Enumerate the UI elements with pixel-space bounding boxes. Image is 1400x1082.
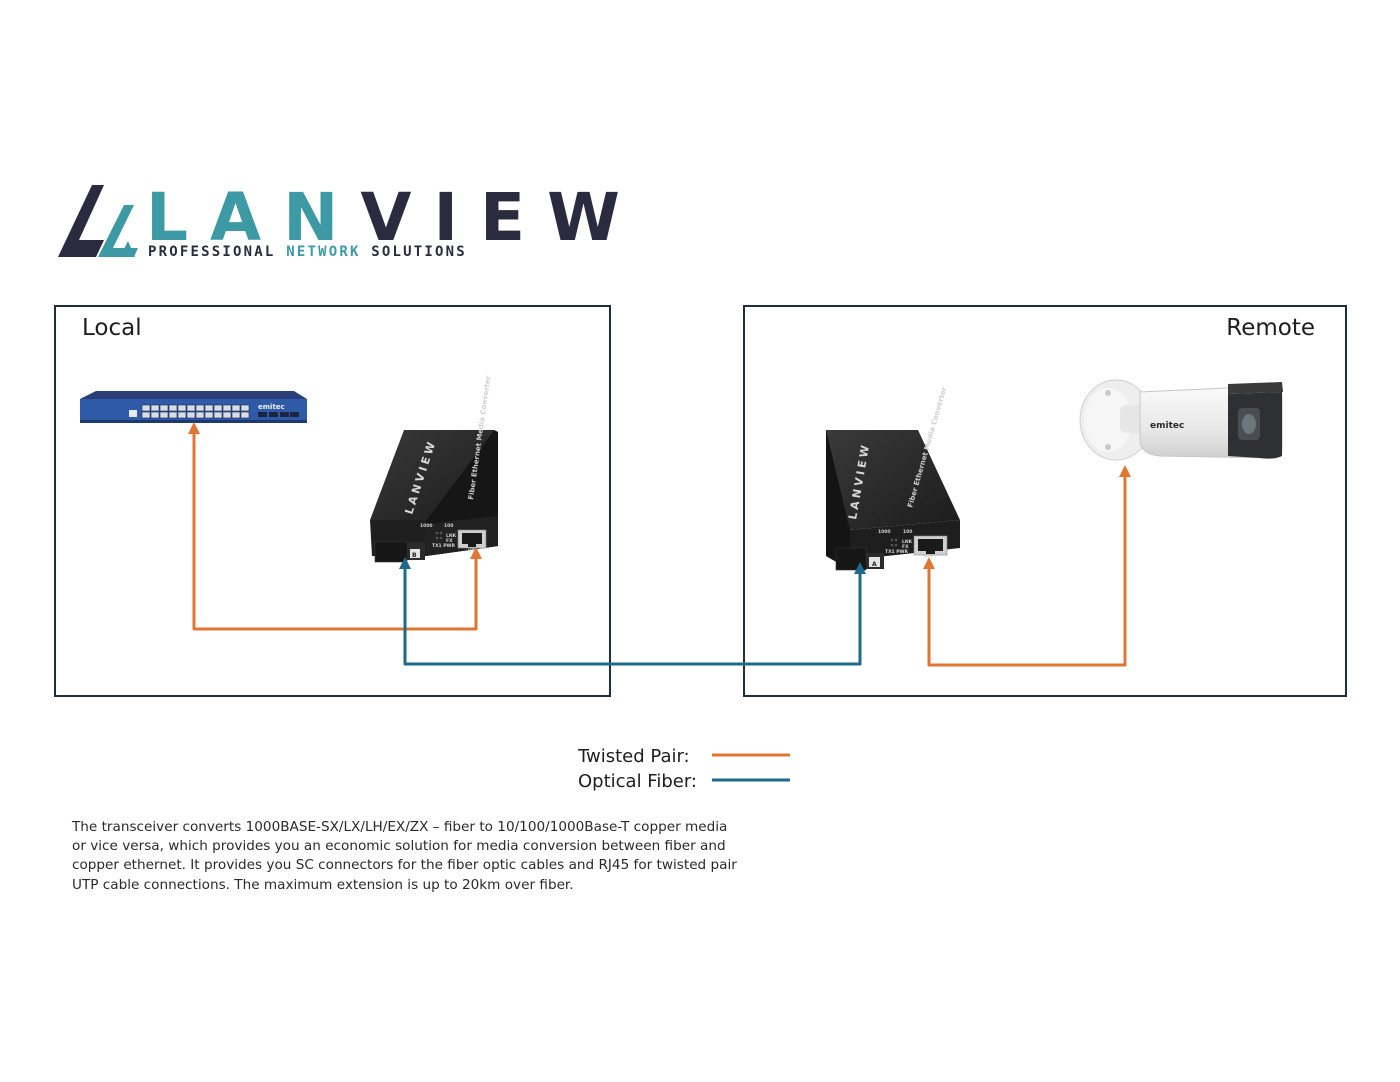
local-media-converter: LANVIEW Fiber Ethernet Media Converter 1… — [370, 375, 498, 563]
svg-text:1000: 1000 — [878, 529, 891, 535]
legend: Twisted Pair: Optical Fiber: — [577, 746, 790, 792]
legend-optical-fiber-label: Optical Fiber: — [578, 771, 697, 792]
logo-tagline: PROFESSIONAL NETWORK SOLUTIONS — [148, 244, 467, 260]
switch-brand: emitec — [258, 403, 285, 411]
remote-zone-label: Remote — [1226, 315, 1315, 341]
logo-wordmark: LANVIEW — [146, 179, 642, 256]
camera-brand: emitec — [1150, 421, 1184, 431]
cables — [188, 422, 1131, 667]
logo-mark — [58, 185, 138, 257]
ip-camera: emitec — [1079, 379, 1283, 461]
local-zone-label: Local — [82, 315, 142, 341]
remote-converter-fiber-label: A — [872, 561, 877, 568]
description-text: The transceiver converts 1000BASE-SX/LX/… — [72, 819, 737, 893]
svg-text:TX1 PWR: TX1 PWR — [885, 549, 908, 555]
svg-text:1000: 1000 — [420, 523, 433, 529]
remote-converter-led-cluster — [890, 538, 898, 547]
svg-text:100: 100 — [903, 529, 912, 535]
remote-converter-rj45-port — [913, 535, 948, 556]
local-converter-rj45-port — [457, 529, 487, 549]
network-switch: emitec — [80, 391, 307, 423]
svg-text:LNK: LNK — [902, 539, 913, 545]
switch-sfp-ports — [258, 412, 299, 417]
local-converter-fiber-label: B — [412, 552, 417, 559]
local-converter-sc-fiber-port: B — [374, 541, 425, 563]
remote-zone-box — [743, 305, 1347, 697]
switch-ethernet-ports — [141, 404, 250, 419]
local-zone-box — [54, 305, 611, 697]
legend-twisted-pair-label: Twisted Pair: — [577, 746, 690, 767]
svg-text:FX: FX — [902, 544, 909, 550]
svg-text:100: 100 — [444, 523, 453, 529]
remote-media-converter: LANVIEW Fiber Ethernet Media Converter 1… — [826, 385, 960, 571]
twisted-pair-cable-remote — [923, 465, 1131, 667]
lanview-logo: LANVIEW PROFESSIONAL NETWORK SOLUTIONS — [58, 179, 642, 260]
svg-text:TX1 PWR: TX1 PWR — [432, 543, 455, 549]
twisted-pair-cable-local — [188, 422, 482, 631]
optical-fiber-cable — [399, 557, 866, 666]
